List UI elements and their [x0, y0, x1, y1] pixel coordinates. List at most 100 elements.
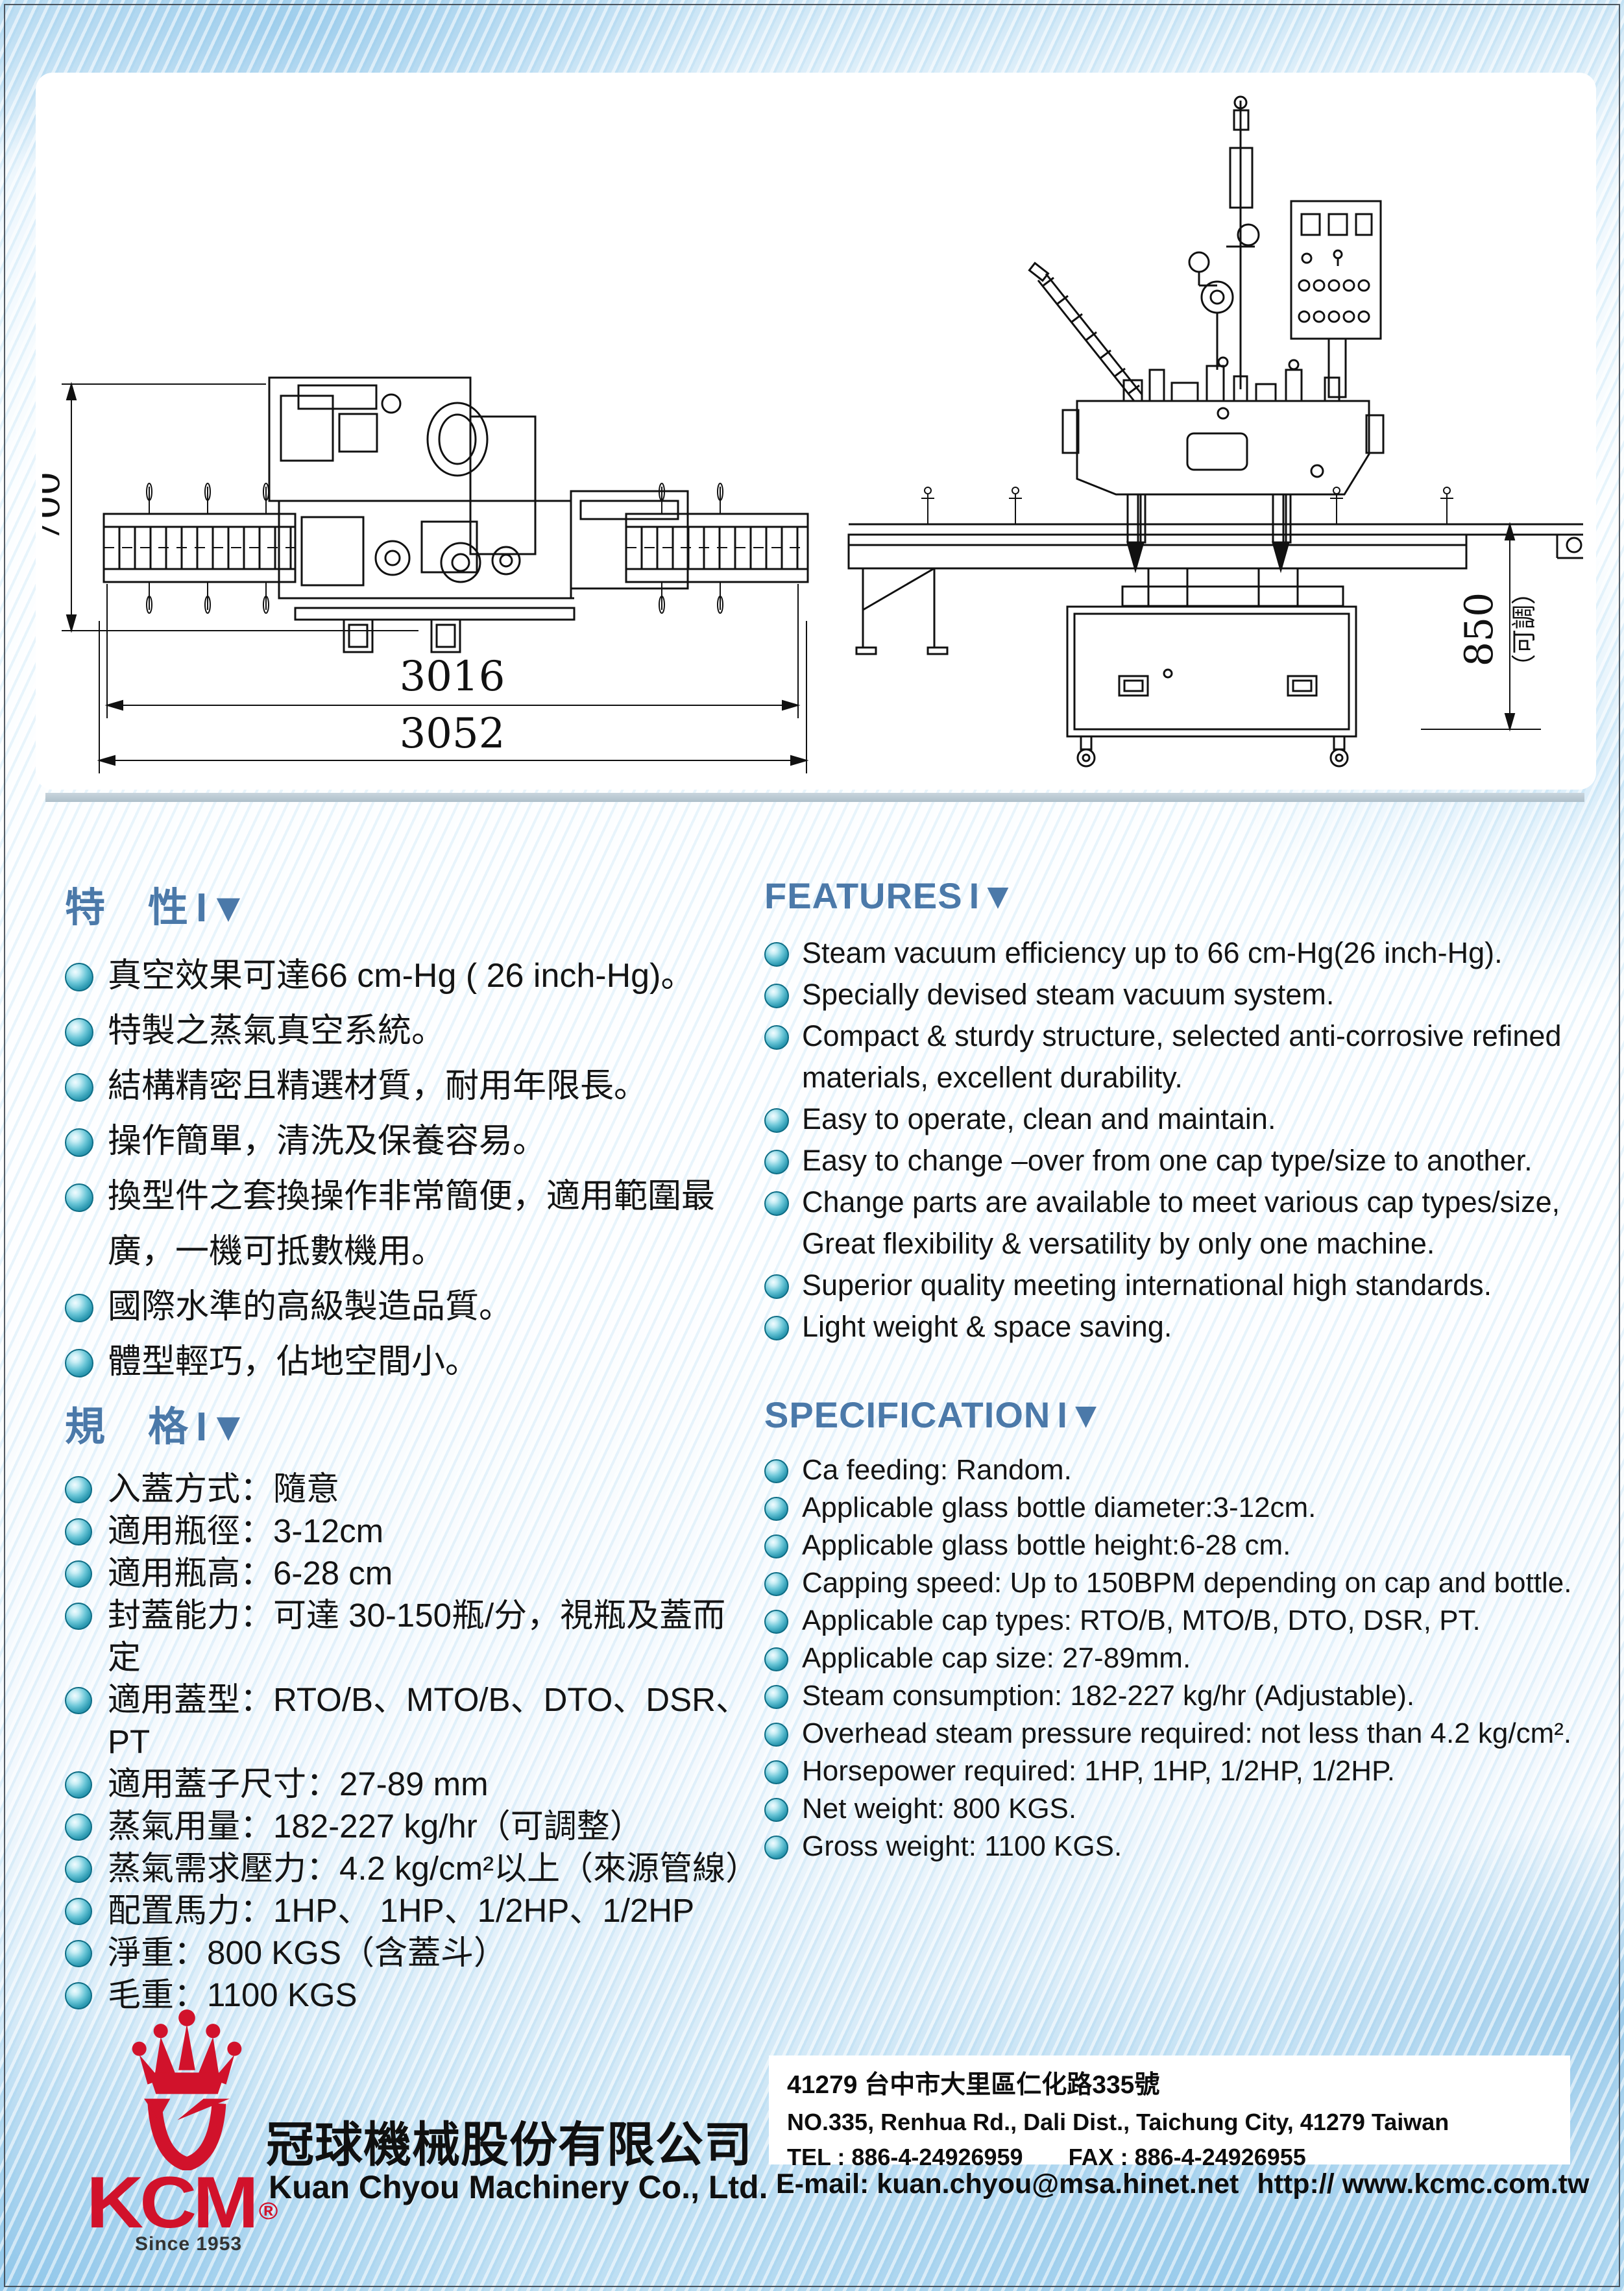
list-item-text: Capping speed: Up to 150BPM depending on…	[802, 1567, 1572, 1599]
list-item: 蒸氣用量：182-227 kg/hr（可調整）	[65, 1805, 758, 1847]
list-item: Easy to change –over from one cap type/s…	[764, 1140, 1590, 1182]
bullet-sphere-icon	[764, 1647, 788, 1671]
list-item: 適用瓶徑：3-12cm	[65, 1510, 758, 1552]
bullet-sphere-icon	[764, 1459, 788, 1483]
registered-trademark-icon: ®	[258, 2198, 278, 2225]
list-item-text: 適用瓶徑：3-12cm	[108, 1512, 384, 1549]
list-item: 適用瓶高：6-28 cm	[65, 1552, 758, 1594]
list-item: Compact & sturdy structure, selected ant…	[764, 1015, 1590, 1098]
list-item-text: Steam vacuum efficiency up to 66 cm-Hg(2…	[802, 936, 1503, 969]
list-item: 特製之蒸氣真空系統。	[65, 1004, 758, 1059]
bullet-sphere-icon	[764, 1108, 789, 1133]
bullet-sphere-icon	[65, 1518, 92, 1546]
list-item-text: Applicable glass bottle diameter:3-12cm.	[802, 1492, 1316, 1523]
list-item: Change parts are available to meet vario…	[764, 1182, 1590, 1265]
bullet-sphere-icon	[764, 1610, 788, 1634]
list-item: 適用蓋子尺寸：27-89 mm	[65, 1763, 758, 1805]
kcm-crown-logo	[132, 2009, 242, 2170]
list-item-text: Horsepower required: 1HP, 1HP, 1/2HP, 1/…	[802, 1755, 1395, 1787]
list-item: 封蓋能力：可達 30-150瓶/分，視瓶及蓋而定	[65, 1594, 758, 1679]
bullet-sphere-icon	[764, 1572, 788, 1596]
bullet-sphere-icon	[65, 1856, 92, 1883]
list-item-text: 結構精密且精選材質，耐用年限長。	[108, 1067, 648, 1105]
section-title-marker: I▼	[1057, 1394, 1105, 1435]
list-item-text: Ca feeding: Random.	[802, 1454, 1072, 1486]
bullet-sphere-icon	[65, 1603, 92, 1630]
list-item-text: 入蓋方式：隨意	[108, 1470, 340, 1507]
bullet-sphere-icon	[764, 1836, 788, 1860]
list-item: Overhead steam pressure required: not le…	[764, 1715, 1608, 1752]
bullet-sphere-icon	[65, 1560, 92, 1588]
bullet-sphere-icon	[764, 1316, 789, 1340]
list-item-text: 適用蓋子尺寸：27-89 mm	[108, 1765, 489, 1802]
list-item-text: Applicable cap size: 27-89mm.	[802, 1642, 1191, 1674]
list-item: Applicable cap size: 27-89mm.	[764, 1640, 1608, 1677]
bullet-sphere-icon	[65, 1073, 93, 1102]
bullet-sphere-icon	[65, 1771, 92, 1799]
bullet-sphere-icon	[764, 1191, 789, 1216]
list-item-text: 適用蓋型：RTO/B、MTO/B、DTO、DSR、PT	[108, 1681, 749, 1760]
list-item-text: Specially devised steam vacuum system.	[802, 978, 1335, 1011]
list-item: Steam consumption: 182-227 kg/hr (Adjust…	[764, 1677, 1608, 1715]
front-view-drawing: 850 （可調）	[847, 95, 1583, 768]
list-item: Capping speed: Up to 150BPM depending on…	[764, 1564, 1608, 1602]
website-url: http:// www.kcmc.com.tw	[1257, 2168, 1590, 2200]
bullet-sphere-icon	[764, 1274, 789, 1299]
bullet-sphere-icon	[764, 1685, 788, 1709]
top-view-drawing: 700 3016 3052	[42, 376, 809, 773]
list-item: 國際水準的高級製造品質。	[65, 1279, 758, 1335]
bullet-sphere-icon	[764, 1497, 788, 1521]
dimension-note-adjustable: （可調）	[1510, 580, 1538, 679]
list-item: 真空效果可達66 cm-Hg ( 26 inch-Hg)。	[65, 949, 758, 1004]
list-item-text: Superior quality meeting international h…	[802, 1268, 1492, 1302]
bullet-sphere-icon	[764, 984, 789, 1008]
list-item: 淨重：800 KGS（含蓋斗）	[65, 1932, 758, 1974]
dimension-label-outer-length: 3052	[400, 710, 505, 758]
list-item-text: 換型件之套換操作非常簡便，適用範圍最廣，一機可抵數機用。	[108, 1178, 716, 1270]
list-item-text: 蒸氣需求壓力：4.2 kg/cm²以上（來源管線）	[108, 1850, 759, 1887]
bullet-sphere-icon	[764, 1723, 788, 1747]
technical-drawings-panel: 700 3016 3052	[36, 73, 1596, 790]
features-zh-list: 真空效果可達66 cm-Hg ( 26 inch-Hg)。特製之蒸氣真空系統。結…	[65, 949, 758, 1390]
dimension-label-850: 850	[1457, 592, 1502, 667]
list-item: 毛重：1100 KGS	[65, 1974, 758, 2016]
spec-en-list: Ca feeding: Random. Applicable glass bott…	[764, 1451, 1608, 1865]
bullet-sphere-icon	[764, 1798, 788, 1822]
list-item-text: Easy to operate, clean and maintain.	[802, 1102, 1276, 1135]
section-title-marker: I▼	[196, 886, 250, 930]
list-item-text: 適用瓶高：6-28 cm	[108, 1555, 393, 1592]
bullet-sphere-icon	[764, 1534, 788, 1558]
bullet-sphere-icon	[65, 1128, 93, 1157]
section-title-marker: I▼	[196, 1405, 250, 1449]
bullet-sphere-icon	[764, 1025, 789, 1050]
list-item-text: Steam consumption: 182-227 kg/hr (Adjust…	[802, 1680, 1415, 1712]
list-item-text: Change parts are available to meet vario…	[802, 1185, 1560, 1260]
list-item: 配置馬力：1HP、 1HP、1/2HP、1/2HP	[65, 1889, 758, 1932]
list-item-text: Overhead steam pressure required: not le…	[802, 1717, 1572, 1749]
features-en-list: Steam vacuum efficiency up to 66 cm-Hg(2…	[764, 932, 1590, 1348]
list-item-text: Applicable cap types: RTO/B, MTO/B, DTO,…	[802, 1605, 1481, 1636]
bullet-sphere-icon	[764, 1760, 788, 1784]
list-item: 結構精密且精選材質，耐用年限長。	[65, 1059, 758, 1114]
bullet-sphere-icon	[764, 942, 789, 967]
bullet-sphere-icon	[65, 1349, 93, 1377]
list-item: Net weight: 800 KGS.	[764, 1790, 1608, 1828]
bullet-sphere-icon	[65, 1183, 93, 1212]
company-name-en: Kuan Chyou Machinery Co., Ltd.	[269, 2169, 768, 2205]
list-item: 操作簡單，清洗及保養容易。	[65, 1114, 758, 1169]
address-en: NO.335, Renhua Rd., Dali Dist., Taichung…	[787, 2109, 1449, 2135]
list-item-text: 毛重：1100 KGS	[108, 1976, 358, 2013]
contact-info-box: 41279 台中市大里區仁化路335號 NO.335, Renhua Rd., …	[769, 2055, 1570, 2170]
bullet-sphere-icon	[65, 1687, 92, 1714]
kcm-logo-wordmark: KCM®	[86, 2161, 278, 2243]
list-item-text: Compact & sturdy structure, selected ant…	[802, 1019, 1562, 1094]
list-item: Applicable glass bottle diameter:3-12cm.	[764, 1489, 1608, 1527]
list-item: 適用蓋型：RTO/B、MTO/B、DTO、DSR、PT	[65, 1679, 758, 1763]
fax-number: FAX : 886-4-24926955	[1068, 2144, 1306, 2170]
email-address: E-mail: kuan.chyou@msa.hinet.net	[776, 2168, 1239, 2200]
